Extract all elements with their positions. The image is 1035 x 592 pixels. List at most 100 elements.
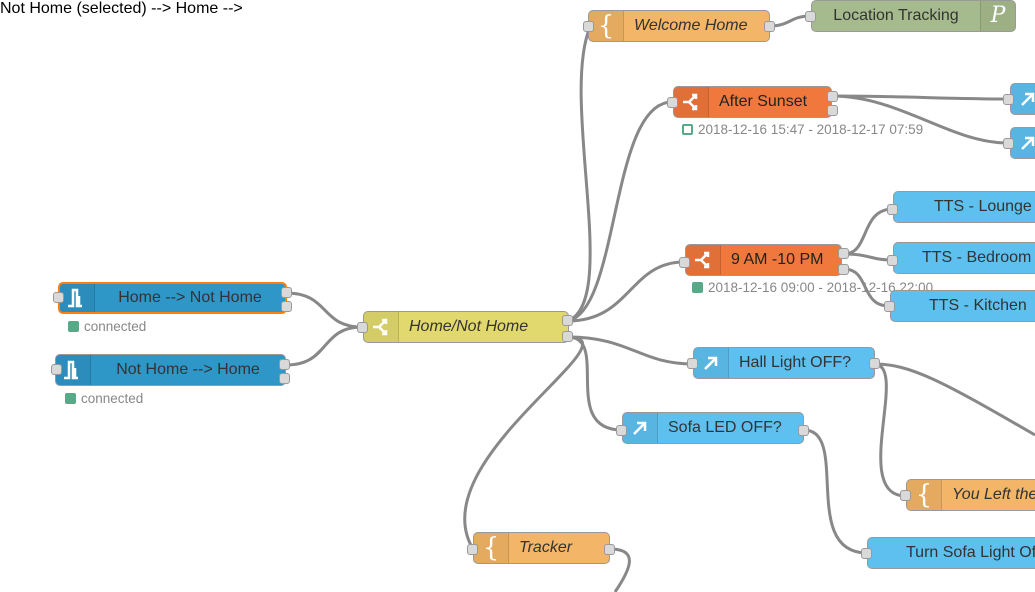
wire xyxy=(873,362,1035,437)
turn-sofa-light-off-node[interactable]: Turn Sofa Light Of xyxy=(867,537,1035,569)
wire xyxy=(843,267,890,308)
input-port[interactable] xyxy=(687,358,698,369)
status-dot-icon xyxy=(68,321,79,332)
wire xyxy=(285,325,363,367)
wire xyxy=(873,362,907,498)
input-port[interactable] xyxy=(357,322,368,333)
hall-light-off-node[interactable]: Hall Light OFF? xyxy=(693,347,875,379)
not-home-to-home-node[interactable]: Not Home --> Home xyxy=(55,354,286,386)
tts-bedroom-node[interactable]: TTS - Bedroom xyxy=(893,242,1035,274)
home-to-not-home-node[interactable]: Home --> Not Home xyxy=(58,282,287,314)
input-port[interactable] xyxy=(1003,94,1014,105)
input-port[interactable] xyxy=(1003,138,1014,149)
wire xyxy=(843,207,894,256)
node-label: Welcome Home xyxy=(634,17,748,34)
input-port[interactable] xyxy=(583,21,594,32)
input-port[interactable] xyxy=(884,301,895,312)
input-port[interactable] xyxy=(805,11,816,22)
node-label: Home --> Not Home xyxy=(118,289,262,306)
tts-kitchen-node[interactable]: TTS - Kitchen xyxy=(890,290,1035,322)
node-label: Tracker xyxy=(519,539,573,556)
output-port[interactable] xyxy=(838,248,849,259)
arrow-node[interactable] xyxy=(1010,127,1035,159)
trigger-icon xyxy=(56,355,91,385)
trigger-icon xyxy=(60,284,95,312)
output-port[interactable] xyxy=(838,264,849,275)
wire xyxy=(463,335,585,550)
welcome-home-template-node[interactable]: { Welcome Home xyxy=(588,10,770,42)
node-label: Not Home --> Home xyxy=(116,361,260,378)
node-label: Hall Light OFF? xyxy=(739,354,852,371)
you-left-the-template-node[interactable]: { You Left the xyxy=(906,479,1035,511)
wire xyxy=(843,252,894,262)
output-port[interactable] xyxy=(827,105,838,116)
pushbullet-icon: P xyxy=(980,1,1015,31)
nine-am-ten-pm-node[interactable]: 9 AM -10 PM xyxy=(685,244,842,276)
node-label: After Sunset xyxy=(719,93,808,110)
wire xyxy=(567,335,623,432)
template-icon: { xyxy=(589,11,624,41)
arrow-up-right-icon xyxy=(623,413,658,443)
input-port[interactable] xyxy=(887,204,898,215)
template-icon: { xyxy=(907,480,942,510)
home-not-home-switch-node[interactable]: Home/Not Home xyxy=(363,311,569,343)
input-port[interactable] xyxy=(467,544,478,555)
status-text: connected xyxy=(81,391,144,406)
node-status: 2018-12-16 09:00 - 2018-12-16 22:00 xyxy=(692,280,933,295)
arrow-up-right-icon xyxy=(1011,84,1035,114)
output-port[interactable] xyxy=(764,21,775,32)
node-label: TTS - Bedroom xyxy=(922,249,1032,266)
input-port[interactable] xyxy=(900,490,911,501)
sofa-led-off-node[interactable]: Sofa LED OFF? xyxy=(622,412,804,444)
output-port[interactable] xyxy=(279,359,290,370)
node-label: TTS - Kitchen xyxy=(929,297,1027,314)
switch-icon xyxy=(674,87,709,117)
output-port[interactable] xyxy=(562,331,573,342)
node-label: Home/Not Home xyxy=(409,318,529,335)
wire xyxy=(609,547,631,592)
input-port[interactable] xyxy=(51,364,62,375)
wire xyxy=(567,335,694,366)
wire xyxy=(831,94,1009,145)
wire xyxy=(567,26,592,323)
wire xyxy=(567,260,685,323)
switch-icon xyxy=(364,312,399,342)
template-icon: { xyxy=(474,533,509,563)
switch-icon xyxy=(686,245,721,275)
node-label: Sofa LED OFF? xyxy=(668,419,782,436)
node-label: Location Tracking xyxy=(833,7,959,24)
input-port[interactable] xyxy=(887,255,898,266)
node-label: Turn Sofa Light Of xyxy=(906,544,1035,561)
output-port[interactable] xyxy=(604,544,615,555)
output-port[interactable] xyxy=(869,358,880,369)
input-port[interactable] xyxy=(679,257,690,268)
status-text: 2018-12-16 09:00 - 2018-12-16 22:00 xyxy=(708,280,934,295)
after-sunset-node[interactable]: After Sunset xyxy=(673,86,832,118)
location-tracking-node[interactable]: Location Tracking P xyxy=(811,0,1016,32)
wire xyxy=(831,94,1009,101)
node-status: connected xyxy=(65,391,143,406)
input-port[interactable] xyxy=(861,548,872,559)
input-port[interactable] xyxy=(616,425,627,436)
output-port[interactable] xyxy=(279,373,290,384)
wire xyxy=(567,100,673,323)
tts-lounge-node[interactable]: TTS - Lounge xyxy=(893,191,1035,223)
input-port[interactable] xyxy=(667,97,678,108)
status-text: 2018-12-16 15:47 - 2018-12-17 07:59 xyxy=(698,122,924,137)
output-port[interactable] xyxy=(562,315,573,326)
input-port[interactable] xyxy=(53,292,64,303)
output-port[interactable] xyxy=(827,91,838,102)
output-port[interactable] xyxy=(281,301,292,312)
status-text: connected xyxy=(84,319,147,334)
arrow-up-right-icon xyxy=(1011,128,1035,158)
node-label: 9 AM -10 PM xyxy=(731,251,824,268)
output-port[interactable] xyxy=(798,425,809,436)
output-port[interactable] xyxy=(281,287,292,298)
status-dot-icon xyxy=(692,282,703,293)
tracker-template-node[interactable]: { Tracker xyxy=(473,532,610,564)
node-status: connected xyxy=(68,319,146,334)
node-label: You Left the xyxy=(952,486,1035,503)
node-status: 2018-12-16 15:47 - 2018-12-17 07:59 xyxy=(682,122,923,137)
arrow-up-right-icon xyxy=(694,348,729,378)
